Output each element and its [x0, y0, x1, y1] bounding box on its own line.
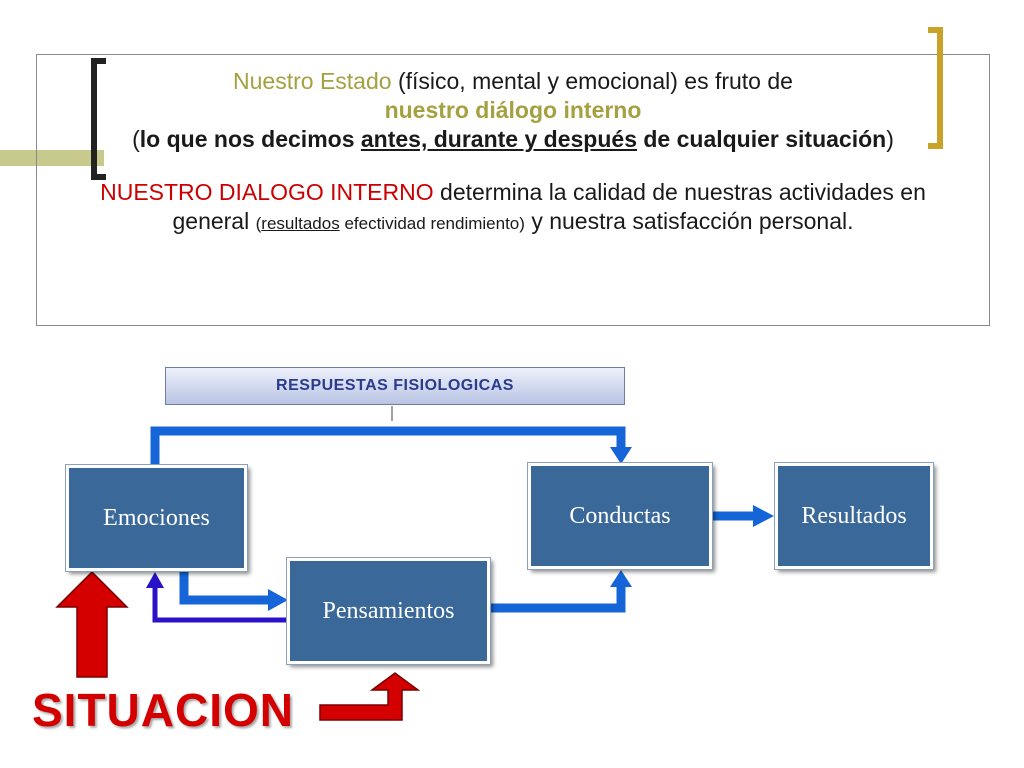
final-period: . [847, 208, 854, 234]
text-panel: Nuestro Estado (físico, mental y emocion… [36, 54, 990, 326]
pensamientos-emociones-arrow [152, 586, 287, 623]
pensamientos-node: Pensamientos [287, 558, 490, 664]
decorative-bar [0, 150, 104, 166]
decimos-phrase: lo que nos decimos [139, 126, 361, 152]
emociones-pensamientos-arrow [179, 572, 270, 605]
statement-paragraph: Nuestro Estado (físico, mental y emocion… [99, 67, 927, 154]
situacion-label: SITUACION [32, 684, 294, 736]
paren-open: ( [132, 126, 140, 152]
situation-bent-arrow [319, 672, 421, 721]
dialogo-phrase: nuestro diálogo interno [384, 97, 642, 123]
pensamientos-conductas-arrowhead [610, 570, 632, 587]
efectividad-text: efectividad rendimiento) [339, 214, 525, 233]
calidad-paragraph: NUESTRO DIALOGO INTERNO determina la cal… [99, 178, 927, 238]
estado-phrase: Nuestro Estado [233, 68, 392, 94]
right-bracket [928, 27, 943, 149]
conductas-node: Conductas [528, 463, 712, 569]
left-bracket [91, 58, 106, 180]
situacion-phrase: de cualquier situación [636, 126, 887, 152]
emociones-conductas-arrowhead [610, 447, 632, 464]
situation-up-arrow [55, 570, 129, 678]
resultados-node: Resultados [775, 463, 933, 569]
emociones-pensamientos-arrowhead [268, 589, 288, 611]
timing-phrase: antes, durante y después [360, 126, 637, 152]
satisfaccion-text: y nuestra satisfacción personal [524, 208, 848, 234]
estado-rest: (físico, mental y emocional) es fruto de [397, 68, 793, 94]
emociones-node: Emociones [66, 465, 247, 571]
emociones-conductas-arrow [150, 426, 626, 466]
respuestas-fisiologicas-box: RESPUESTAS FISIOLOGICAS [165, 367, 625, 405]
paren-small-open: ( [255, 214, 262, 233]
pensamientos-emociones-arrowhead [146, 572, 164, 588]
paren-close: ) [886, 126, 894, 152]
dialogo-interno-caps: NUESTRO DIALOGO INTERNO [100, 179, 434, 205]
conductas-resultados-arrowhead [753, 505, 774, 527]
calidad-text: determina la calidad de nuestras activid… [172, 179, 926, 234]
resultados-word: resultados [261, 214, 340, 233]
pensamientos-conductas-arrow [491, 584, 626, 613]
